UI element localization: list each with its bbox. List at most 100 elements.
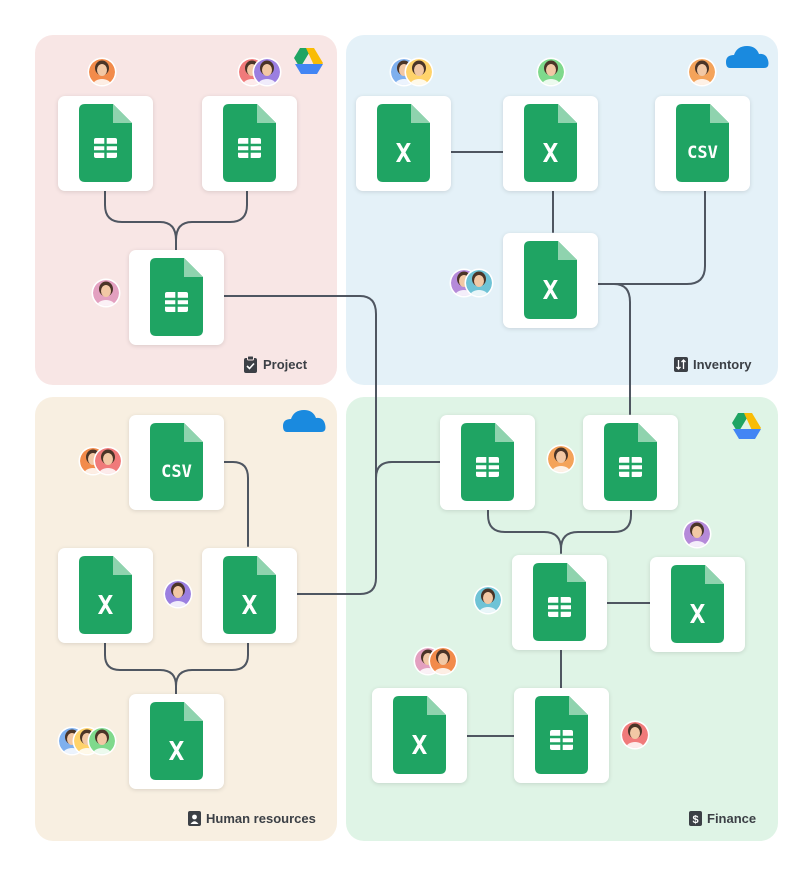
user-avatar-group (57, 726, 117, 756)
connector-hr-1 (221, 461, 249, 547)
excel-glyph: X (690, 600, 706, 630)
connector-finance-1 (487, 507, 562, 554)
excel-icon: X (223, 556, 276, 634)
excel-glyph: X (242, 591, 258, 621)
google-sheets-icon (150, 258, 203, 336)
finance-excel-card[interactable]: X (650, 557, 745, 652)
csv-file-glyph: CSV (161, 462, 192, 482)
finance-google-sheets-card[interactable] (512, 555, 607, 650)
csv-file-icon: CSV (150, 423, 203, 501)
excel-icon: X (524, 104, 577, 182)
connector-lines (104, 151, 706, 737)
google-sheets-icon (223, 104, 276, 182)
excel-glyph: X (396, 139, 412, 169)
dollar-document-icon: $ (689, 811, 702, 826)
user-avatar-group (546, 444, 576, 474)
id-badge-icon (188, 811, 201, 826)
clipboard-check-icon (244, 355, 257, 373)
excel-icon: X (671, 565, 724, 643)
google-sheets-icon (533, 563, 586, 641)
connector-finance-2 (560, 507, 632, 550)
hr-excel-card[interactable]: X (129, 694, 224, 789)
user-avatar-group (620, 720, 650, 750)
user-avatar-group (87, 57, 117, 87)
google-drive-icon (732, 413, 761, 439)
google-sheets-icon (461, 423, 514, 501)
excel-icon: X (524, 241, 577, 319)
inventory-sort-icon (674, 357, 688, 372)
user-avatar (464, 268, 494, 298)
inventory-csv-file-card[interactable]: CSV (655, 96, 750, 191)
user-avatar (428, 646, 458, 676)
csv-file-icon: CSV (676, 104, 729, 182)
connector-project-to-hr (221, 295, 377, 595)
user-avatar (682, 519, 712, 549)
excel-icon: X (79, 556, 132, 634)
finance-google-sheets-card[interactable] (514, 688, 609, 783)
project-label: Project (263, 357, 308, 372)
user-avatar-group (91, 278, 121, 308)
svg-text:$: $ (692, 814, 698, 826)
user-avatar-group (163, 579, 193, 609)
user-avatar (536, 57, 566, 87)
csv-file-glyph: CSV (687, 143, 718, 163)
connector-project-1 (104, 189, 177, 251)
user-avatar-group (682, 519, 712, 549)
hr-excel-card[interactable]: X (58, 548, 153, 643)
user-avatar (252, 57, 282, 87)
onedrive-cloud-icon (726, 46, 769, 68)
google-sheets-icon (604, 423, 657, 501)
finance-google-sheets-card[interactable] (440, 415, 535, 510)
user-avatar-group (473, 585, 503, 615)
excel-icon: X (377, 104, 430, 182)
user-avatar (404, 57, 434, 87)
excel-icon: X (150, 702, 203, 780)
user-avatar (620, 720, 650, 750)
user-avatar (687, 57, 717, 87)
connector-project-2 (175, 189, 248, 241)
connector-hr-2 (104, 641, 177, 695)
inventory-label-group: Inventory (674, 357, 752, 372)
inventory-label: Inventory (693, 357, 752, 372)
user-avatar (473, 585, 503, 615)
user-avatar-group (389, 57, 434, 87)
excel-glyph: X (98, 591, 114, 621)
user-avatar-group (413, 646, 458, 676)
user-avatar (546, 444, 576, 474)
inventory-excel-card[interactable]: X (503, 96, 598, 191)
connector-inventory-3 (597, 189, 706, 285)
onedrive-cloud-icon (283, 410, 326, 432)
hr-excel-card[interactable]: X (202, 548, 297, 643)
project-google-sheets-card[interactable] (58, 96, 153, 191)
user-avatar (93, 446, 123, 476)
excel-icon: X (393, 696, 446, 774)
user-avatar-group (687, 57, 717, 87)
hr-csv-file-card[interactable]: CSV (129, 415, 224, 510)
user-avatar (87, 726, 117, 756)
finance-label-group: $ Finance (689, 811, 756, 826)
excel-glyph: X (543, 276, 559, 306)
hr-label: Human resources (206, 811, 316, 826)
user-avatar (91, 278, 121, 308)
google-drive-icon (294, 48, 323, 74)
user-avatar-group (237, 57, 282, 87)
excel-glyph: X (412, 731, 428, 761)
project-google-sheets-card[interactable] (129, 250, 224, 345)
project-google-sheets-card[interactable] (202, 96, 297, 191)
user-avatar-group (536, 57, 566, 87)
project-label-group: Project (244, 355, 308, 373)
google-sheets-icon (535, 696, 588, 774)
finance-label: Finance (707, 811, 756, 826)
user-avatar-group (449, 268, 494, 298)
finance-excel-card[interactable]: X (372, 688, 467, 783)
inventory-panel (346, 35, 778, 385)
connector-hr-3 (175, 641, 249, 687)
connector-inventory-to-finance (597, 283, 631, 415)
excel-glyph: X (169, 737, 185, 767)
finance-google-sheets-card[interactable] (583, 415, 678, 510)
inventory-excel-card[interactable]: X (503, 233, 598, 328)
inventory-excel-card[interactable]: X (356, 96, 451, 191)
user-avatar (87, 57, 117, 87)
hr-label-group: Human resources (188, 811, 316, 826)
